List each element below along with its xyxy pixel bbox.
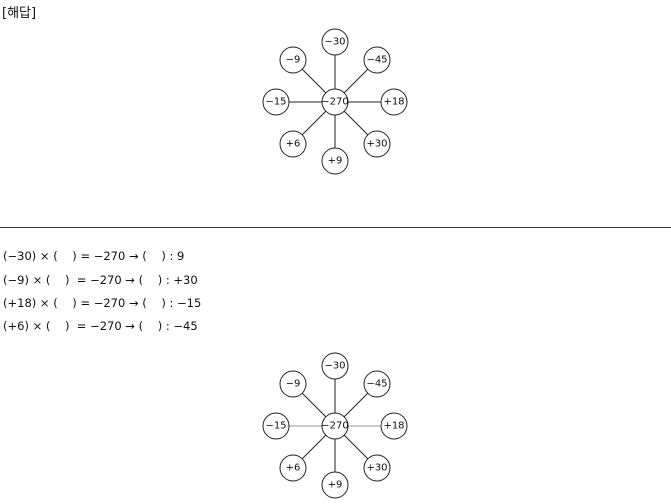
node-top: −30	[324, 37, 345, 48]
node-top-left: −9	[286, 55, 301, 66]
equation-line: (−9) × ( ) = −270 → ( ) : +30	[3, 273, 198, 287]
node-bottom-left: +6	[286, 139, 301, 150]
node-bottom-right: +30	[366, 139, 387, 150]
equation-line: (+6) × ( ) = −270 → ( ) : −45	[3, 319, 198, 333]
node-right: +18	[383, 421, 404, 432]
section-divider	[0, 227, 671, 228]
node-top-left: −9	[286, 379, 301, 390]
node-center: −270	[321, 421, 348, 432]
node-bottom-left: +6	[286, 463, 301, 474]
equation-line: (−30) × ( ) = −270 → ( ) : 9	[3, 249, 185, 263]
node-center: −270	[321, 97, 348, 108]
diagram-bottom: −30 −45 +18 +30 +9 +6 −15 −9 −270	[262, 352, 408, 499]
node-left: −15	[265, 97, 286, 108]
node-bottom: +9	[328, 480, 343, 491]
equation-line: (+18) × ( ) = −270 → ( ) : −15	[3, 296, 202, 310]
node-top-right: −45	[366, 379, 387, 390]
node-top: −30	[324, 361, 345, 372]
node-bottom-right: +30	[366, 463, 387, 474]
node-bottom: +9	[328, 156, 343, 167]
answer-label: [해답]	[2, 6, 37, 21]
node-right: +18	[383, 97, 404, 108]
diagram-top: −30 −45 +18 +30 +9 +6 −15 −9 −270	[262, 28, 408, 175]
node-left: −15	[265, 421, 286, 432]
node-top-right: −45	[366, 55, 387, 66]
